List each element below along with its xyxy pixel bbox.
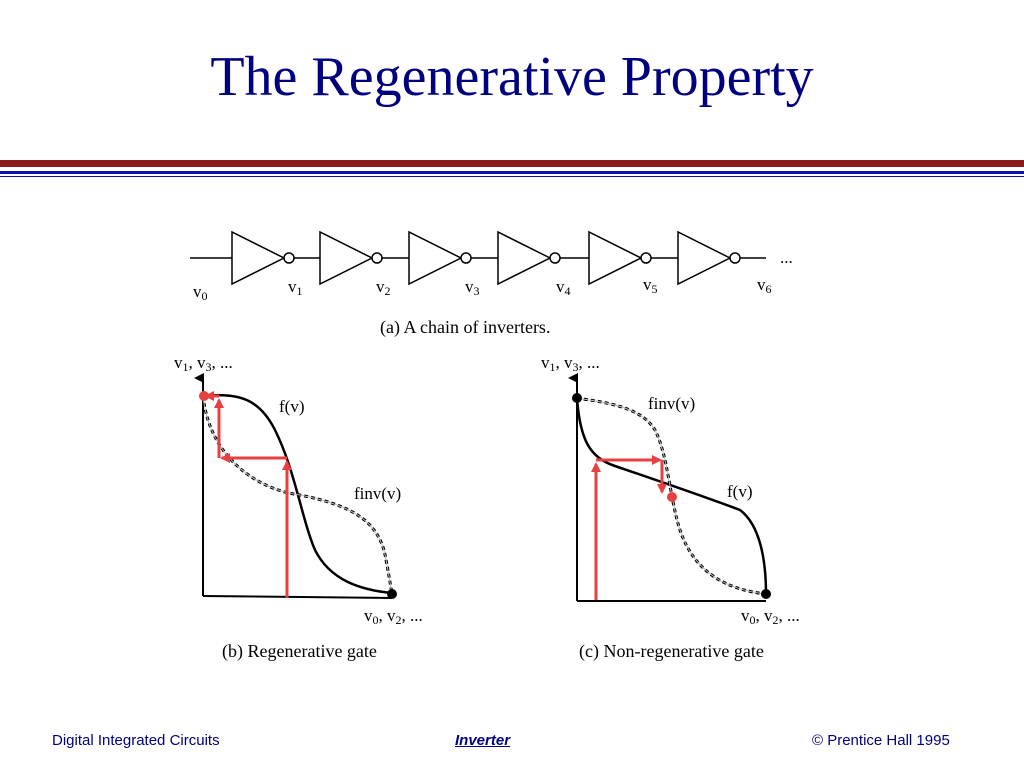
plot-b xyxy=(194,373,397,599)
chain-label-v3: v3 xyxy=(465,277,480,298)
chain-caption: (a) A chain of inverters. xyxy=(380,317,551,337)
chain-label-v2: v2 xyxy=(376,277,391,298)
plot-b-start-point xyxy=(199,391,209,401)
inverter-chain xyxy=(190,230,766,286)
plot-b-x-axis xyxy=(202,595,393,599)
chain-label-v1: v1 xyxy=(288,277,303,298)
plot-b-caption: (b) Regenerative gate xyxy=(222,641,377,661)
inverter-3 xyxy=(408,230,472,286)
title-rule-blue xyxy=(0,171,1024,174)
inverter-2 xyxy=(319,230,383,286)
footer-center: Inverter xyxy=(455,732,511,749)
plot-b-f-label: f(v) xyxy=(279,397,305,416)
plot-c-f-label: f(v) xyxy=(727,482,753,501)
plot-b-finv-label: finv(v) xyxy=(354,484,402,503)
footer-left: Digital Integrated Circuits xyxy=(52,732,220,749)
plot-b-y-label: v1, v3, ... xyxy=(174,353,233,374)
plot-c-start-point xyxy=(572,393,582,403)
plot-c-caption: (c) Non-regenerative gate xyxy=(579,641,764,661)
title-rule-red xyxy=(0,160,1024,167)
chain-label-v0: v0 xyxy=(193,282,208,303)
chain-label-v4: v4 xyxy=(556,277,571,298)
title-rule-blue-thin xyxy=(0,176,1024,177)
plot-c-finv-label: finv(v) xyxy=(648,394,696,413)
plot-c-finv-curve-fill xyxy=(576,397,767,595)
inverter-6 xyxy=(677,230,741,286)
plot-b-finv-curve-fill xyxy=(202,395,393,594)
plot-c-x-label: v0, v2, ... xyxy=(741,606,800,627)
chain-label-v5: v5 xyxy=(643,275,658,296)
plot-c-end-point xyxy=(761,589,771,599)
plot-c-y-label: v1, v3, ... xyxy=(541,353,600,374)
plot-b-x-label: v0, v2, ... xyxy=(364,606,423,627)
inverter-4 xyxy=(497,230,561,286)
plot-c-fixed-point xyxy=(667,492,677,502)
chain-ellipsis: ... xyxy=(780,248,793,267)
page-title: The Regenerative Property xyxy=(210,46,814,108)
inverter-5 xyxy=(588,230,652,286)
chain-label-v6: v6 xyxy=(757,275,772,296)
plot-c xyxy=(568,373,771,602)
plot-b-end-point xyxy=(387,589,397,599)
inverter-1 xyxy=(231,230,295,286)
plot-c-f-curve xyxy=(575,397,768,595)
footer-right: © Prentice Hall 1995 xyxy=(812,732,950,749)
